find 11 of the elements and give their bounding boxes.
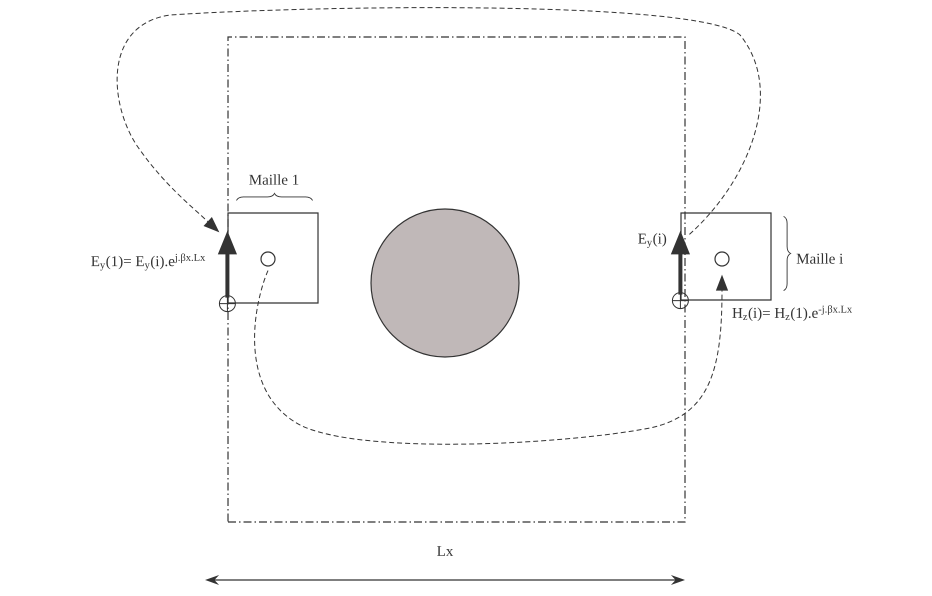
cell-label: Maille i	[796, 253, 843, 264]
field-formula: E$_{y}$(1)= E$_{y}$(i).e$^{j.βx.Lx}$	[91, 253, 206, 270]
sample-point	[714, 251, 730, 267]
dimension-label: Lx	[437, 546, 454, 556]
scatterer-disc	[370, 208, 520, 358]
cell-label: Maille 1	[249, 174, 298, 185]
domain-boundary	[227, 36, 686, 523]
field-formula: E$_{y}$(i)	[638, 233, 666, 248]
sample-point	[260, 251, 276, 267]
dashed-arrow	[116, 7, 761, 235]
field-formula: H$_{z}$(i)= H$_{z}$(1).e$^{-j.βx.Lx}$	[732, 305, 852, 321]
